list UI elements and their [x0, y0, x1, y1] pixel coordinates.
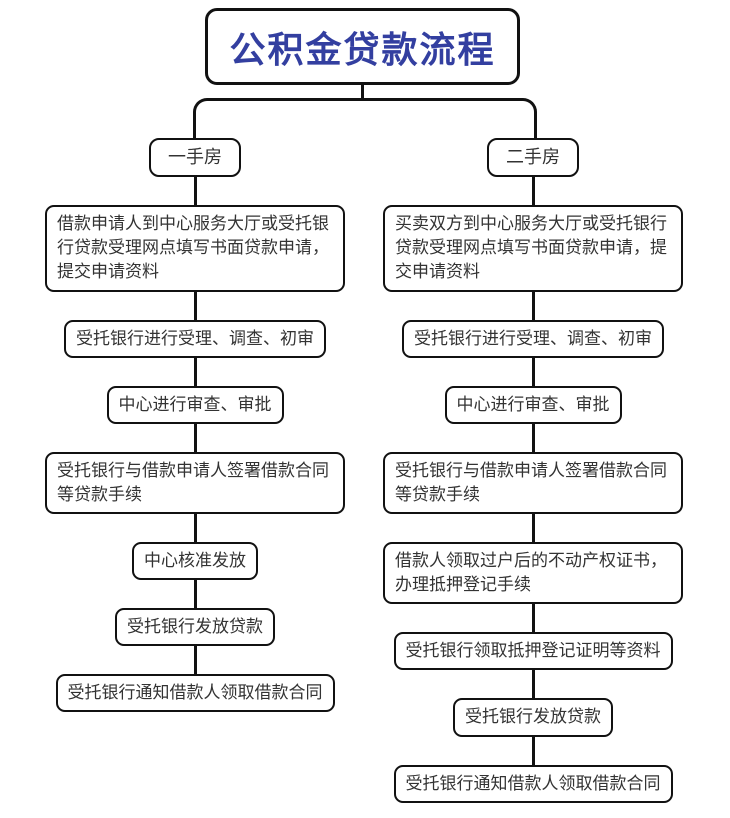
connector-line-first-hand-1: [193, 291, 197, 320]
flow-step-first-hand-4: 中心核准发放: [132, 542, 258, 581]
flow-step-second-hand-7: 受托银行通知借款人领取借款合同: [393, 764, 673, 803]
connector-line-first-hand-4: [193, 514, 197, 543]
connector-line-second-hand-6: [531, 670, 535, 699]
flow-step-first-hand-1: 受托银行进行受理、调查、初审: [64, 319, 326, 358]
flow-step-first-hand-2: 中心进行审查、审批: [106, 385, 284, 424]
flow-step-second-hand-6: 受托银行发放贷款: [453, 698, 613, 737]
flow-step-second-hand-5: 受托银行领取抵押登记证明等资料: [393, 632, 673, 671]
column-first-hand: 一手房借款申请人到中心服务大厅或受托银行贷款受理网点填写书面贷款申请，提交申请资…: [34, 138, 356, 713]
connector-line-second-hand-3: [531, 423, 535, 452]
connector-line-first-hand-6: [193, 646, 197, 675]
connector-line-second-hand-7: [531, 736, 535, 765]
flowchart-title: 公积金贷款流程: [229, 29, 496, 71]
flow-step-second-hand-0: 买卖双方到中心服务大厅或受托银行贷款受理网点填写书面贷款申请，提交申请资料: [383, 205, 683, 292]
branch-header-first-hand: 一手房: [149, 138, 241, 178]
connector-line-first-hand-5: [193, 580, 197, 609]
connector-title-stub: [361, 85, 364, 99]
connector-line-first-hand-2: [193, 357, 197, 386]
flow-step-second-hand-4: 借款人领取过户后的不动产权证书，办理抵押登记手续: [383, 542, 683, 605]
connector-line-second-hand-4: [531, 514, 535, 543]
flowchart-title-box: 公积金贷款流程: [205, 8, 520, 85]
flow-step-first-hand-3: 受托银行与借款申请人签署借款合同等贷款手续: [45, 451, 345, 515]
connector-line-first-hand-3: [193, 423, 197, 452]
connector-line-second-hand-0: [531, 177, 535, 206]
flow-step-second-hand-3: 受托银行与借款申请人签署借款合同等贷款手续: [383, 451, 683, 515]
branch-header-second-hand: 二手房: [487, 138, 579, 178]
flow-step-first-hand-5: 受托银行发放贷款: [115, 608, 275, 647]
connector-line-second-hand-2: [531, 357, 535, 386]
connector-line-first-hand-0: [193, 177, 197, 206]
connector-line-second-hand-1: [531, 291, 535, 320]
connector-line-second-hand-5: [531, 604, 535, 633]
flow-step-first-hand-6: 受托银行通知借款人领取借款合同: [55, 674, 335, 713]
flow-step-second-hand-2: 中心进行审查、审批: [444, 385, 622, 424]
flow-step-first-hand-0: 借款申请人到中心服务大厅或受托银行贷款受理网点填写书面贷款申请，提交申请资料: [45, 205, 345, 292]
column-second-hand: 二手房买卖双方到中心服务大厅或受托银行贷款受理网点填写书面贷款申请，提交申请资料…: [372, 138, 694, 803]
connector-branch-split: [193, 98, 537, 141]
flow-step-second-hand-1: 受托银行进行受理、调查、初审: [402, 319, 664, 358]
